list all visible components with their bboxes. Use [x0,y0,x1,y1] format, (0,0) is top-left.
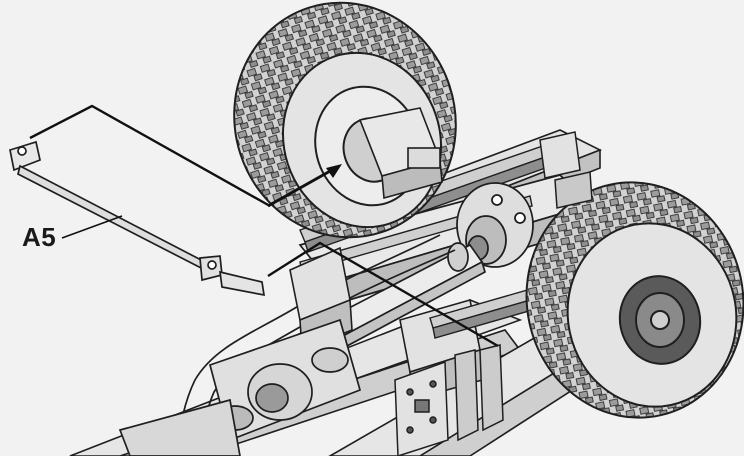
part-label-a5: A5 [22,222,57,252]
front-right-wheel [525,181,744,419]
differential-housing [456,182,534,268]
part-label-pointer [61,215,123,239]
assembly-leader-lines [29,104,499,348]
mount-plate [394,344,504,456]
spring-shackle [539,131,593,209]
hub-bracket [358,107,443,200]
insertion-arrow [267,164,342,208]
tie-rod-part-a5 [9,140,266,297]
gearbox-motor [118,318,362,456]
